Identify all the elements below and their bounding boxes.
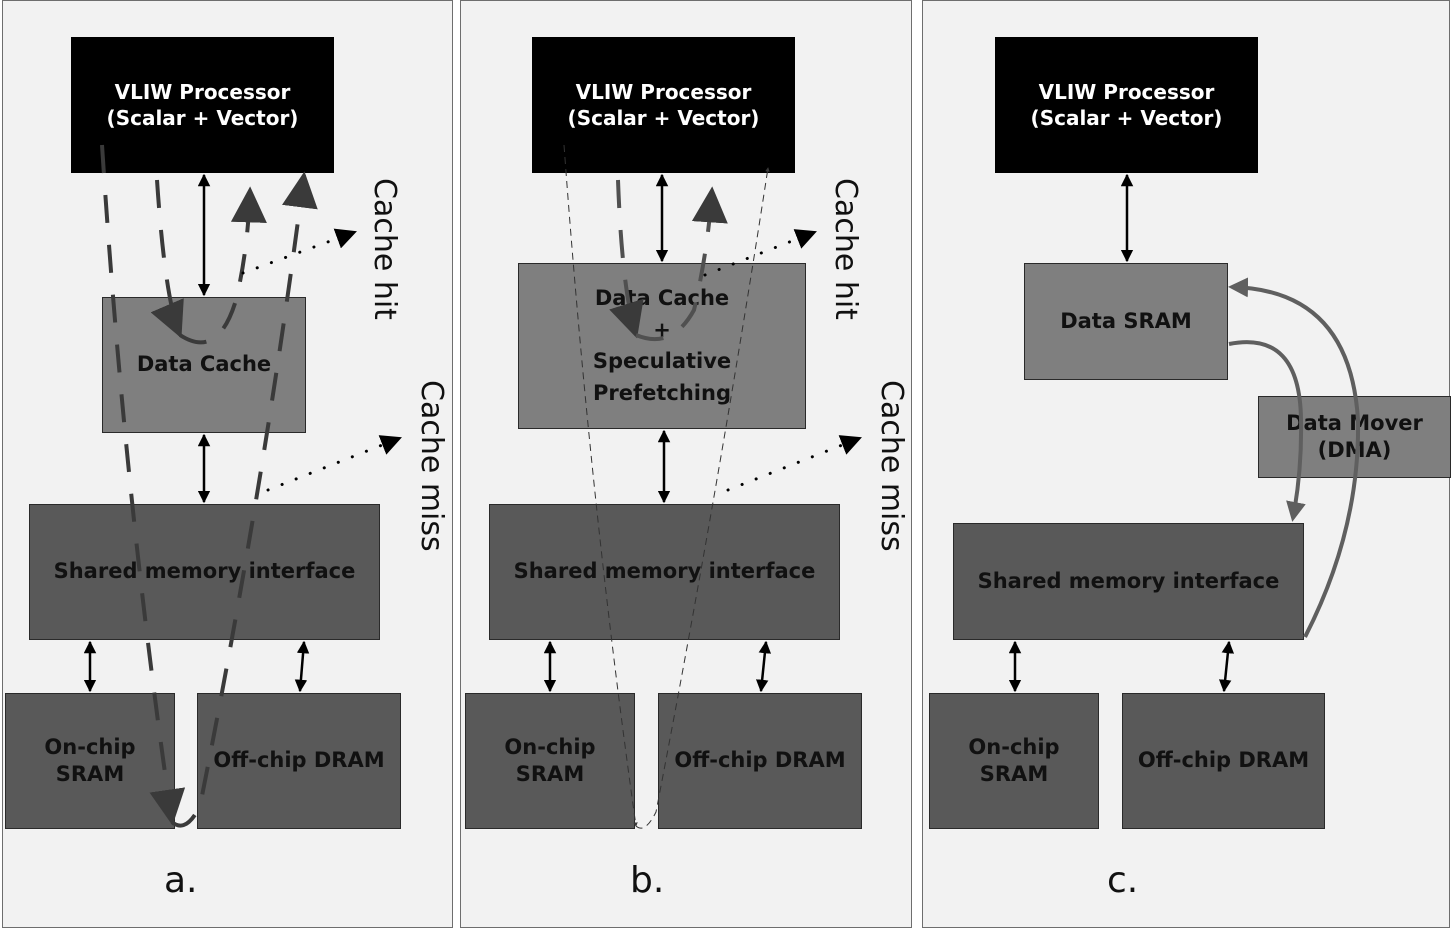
sram-label: Data SRAM — [1060, 308, 1192, 333]
panel-b-data-cache-prefetch: Data Cache + Speculative Prefetching — [518, 263, 806, 429]
panel-a-cache-miss-label: Cache miss — [414, 380, 449, 552]
shared-label: Shared memory interface — [977, 568, 1280, 593]
panel-b-onchip-sram: On-chip SRAM — [465, 693, 635, 829]
offchip-label: Off-chip DRAM — [674, 748, 846, 773]
panel-a-offchip-dram: Off-chip DRAM — [197, 693, 401, 829]
panel-b-caption: b. — [630, 860, 665, 901]
panel-c-caption: c. — [1107, 860, 1139, 901]
panel-a-shared-memory: Shared memory interface — [29, 504, 380, 640]
processor-label: VLIW Processor (Scalar + Vector) — [1030, 80, 1223, 130]
processor-label: VLIW Processor (Scalar + Vector) — [567, 80, 760, 130]
onchip-label: On-chip SRAM — [968, 734, 1060, 786]
panel-a-caption: a. — [164, 860, 198, 901]
panel-b-offchip-dram: Off-chip DRAM — [658, 693, 862, 829]
panel-a-processor: VLIW Processor (Scalar + Vector) — [71, 37, 334, 173]
panel-a-cache-hit-label: Cache hit — [367, 178, 402, 320]
panel-a-data-cache: Data Cache — [102, 297, 306, 433]
panel-a-onchip-sram: On-chip SRAM — [5, 693, 175, 829]
processor-label: VLIW Processor (Scalar + Vector) — [106, 80, 299, 130]
panel-c-shared-memory: Shared memory interface — [953, 523, 1304, 640]
onchip-label: On-chip SRAM — [504, 734, 596, 786]
panel-c-offchip-dram: Off-chip DRAM — [1122, 693, 1325, 829]
panel-b-processor: VLIW Processor (Scalar + Vector) — [532, 37, 795, 173]
panel-b-cache-miss-label: Cache miss — [874, 380, 909, 552]
offchip-label: Off-chip DRAM — [213, 748, 385, 773]
panel-b-cache-hit-label: Cache hit — [828, 178, 863, 320]
panel-c-processor: VLIW Processor (Scalar + Vector) — [995, 37, 1258, 173]
panel-c-onchip-sram: On-chip SRAM — [929, 693, 1099, 829]
shared-label: Shared memory interface — [513, 559, 816, 584]
onchip-label: On-chip SRAM — [44, 734, 136, 786]
cache-label: Data Cache + Speculative Prefetching — [592, 286, 732, 405]
panel-c-data-sram: Data SRAM — [1024, 263, 1228, 380]
shared-label: Shared memory interface — [53, 559, 356, 584]
panel-b-shared-memory: Shared memory interface — [489, 504, 840, 640]
panel-c-data-mover-dma: Data Mover (DMA) — [1258, 396, 1451, 478]
offchip-label: Off-chip DRAM — [1137, 748, 1310, 773]
cache-label: Data Cache — [136, 352, 272, 377]
dma-label: Data Mover (DMA) — [1286, 410, 1423, 462]
